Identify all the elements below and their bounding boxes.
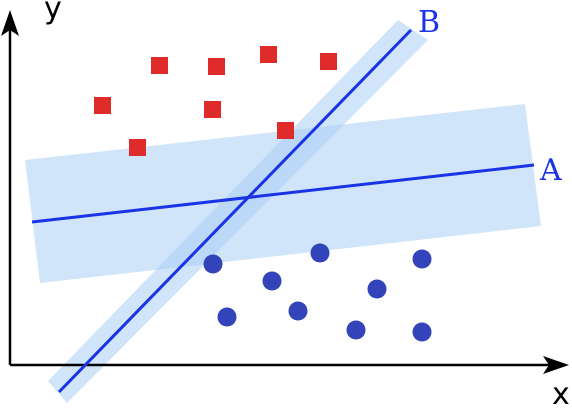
y-axis-arrowhead	[1, 10, 19, 36]
square-marker	[277, 122, 294, 139]
line-b	[57, 28, 413, 394]
square-marker	[129, 139, 146, 156]
line-a	[31, 163, 535, 224]
square-marker	[208, 58, 225, 75]
square-marker	[260, 46, 277, 63]
square-marker	[94, 97, 111, 114]
line-a-label: A	[539, 153, 562, 188]
circle-marker	[203, 254, 223, 274]
line-b-label: B	[418, 5, 440, 40]
square-marker	[204, 101, 221, 118]
circle-marker	[412, 249, 432, 269]
circle-marker	[288, 301, 308, 321]
x-axis-label: x	[552, 377, 570, 409]
circle-marker	[346, 320, 366, 340]
square-markers	[94, 46, 337, 156]
circle-marker	[412, 322, 432, 342]
square-marker	[151, 57, 168, 74]
circle-marker	[367, 279, 387, 299]
y-axis-label: y	[44, 0, 62, 26]
x-axis-arrowhead	[543, 356, 569, 374]
circle-markers	[203, 243, 432, 342]
circle-marker	[262, 271, 282, 291]
circle-marker	[217, 307, 237, 327]
square-marker	[320, 53, 337, 70]
circle-marker	[310, 243, 330, 263]
